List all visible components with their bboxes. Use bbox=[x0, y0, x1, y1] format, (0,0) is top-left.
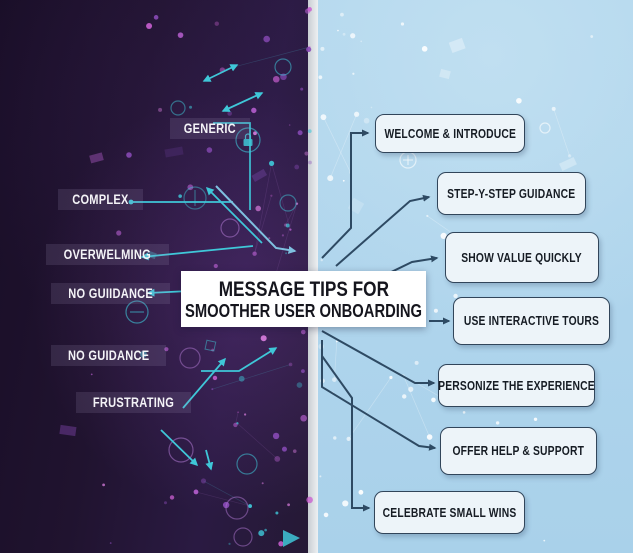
generic-connector-line bbox=[213, 122, 251, 210]
tip-label: SHOW VALUE QUICKLY bbox=[461, 250, 583, 265]
tip-label: OFFER HELP & SUPPORT bbox=[452, 444, 585, 458]
tip-box-help: OFFER HELP & SUPPORT bbox=[440, 427, 597, 475]
pain-point-label: FRUSTRATING bbox=[92, 395, 175, 410]
tip-label: CELEBRATE SMALL WINS bbox=[382, 505, 517, 520]
double-arrow-icon bbox=[221, 92, 264, 112]
up-left-arrow-icon bbox=[205, 186, 263, 244]
connector-arrow-personize bbox=[321, 330, 436, 387]
tip-box-show-value: SHOW VALUE QUICKLY bbox=[445, 232, 599, 283]
pain-point-label: OVERWELMING bbox=[63, 247, 151, 262]
tip-box-welcome: WELCOME & INTRODUCE bbox=[375, 114, 525, 153]
small-down-arrow-icon bbox=[205, 449, 214, 471]
title-line-2: SMOOTHER USER ONBOARDING bbox=[185, 300, 423, 321]
pain-point-no-guidance-2: NO GUIDANCE bbox=[51, 345, 167, 366]
connector-arrow-welcome bbox=[321, 129, 370, 259]
cyan-arrows bbox=[128, 64, 300, 547]
title-card: MESSAGE TIPS FOR SMOOTHER USER ONBOARDIN… bbox=[181, 271, 426, 327]
elbow-right-arrow-icon bbox=[201, 347, 278, 372]
tip-label: USE INTERACTIVE TOURS bbox=[463, 314, 600, 328]
title-line-1: MESSAGE TIPS FOR bbox=[218, 277, 389, 301]
overwhelming-arrow-icon bbox=[140, 245, 254, 261]
down-right-arrow-icon bbox=[160, 429, 199, 467]
double-arrow-icon bbox=[202, 64, 239, 82]
light-blue-elbow-arrow bbox=[215, 185, 297, 254]
pain-point-generic: GENERIC bbox=[170, 118, 250, 139]
connector-arrow-step-guidance bbox=[335, 194, 431, 267]
tip-box-step-guidance: STEP-Y-STEP GUIDANCE bbox=[437, 172, 586, 215]
tip-label: WELCOME & INTRODUCE bbox=[384, 126, 516, 141]
outline-circles-left bbox=[125, 58, 297, 547]
connector-arrow-help bbox=[321, 340, 437, 451]
pain-point-overwhelming: OVERWELMING bbox=[46, 244, 169, 265]
pain-point-label: COMPLEX bbox=[72, 192, 129, 207]
confetti-rects-left bbox=[59, 146, 268, 437]
connector-arrow-celebrate bbox=[321, 355, 371, 512]
frustrating-arrow-icon bbox=[182, 357, 226, 409]
tip-box-tours: USE INTERACTIVE TOURS bbox=[453, 297, 610, 345]
pain-point-label: NO GUIIDANCE bbox=[68, 286, 154, 301]
tip-label: STEP-Y-STEP GUIDANCE bbox=[447, 186, 576, 201]
pain-point-complex: COMPLEX bbox=[58, 189, 143, 210]
pain-point-label: NO GUIDANCE bbox=[67, 348, 150, 363]
pain-point-frustrating: FRUSTRATING bbox=[76, 392, 192, 413]
tip-box-celebrate: CELEBRATE SMALL WINS bbox=[374, 491, 525, 534]
tip-box-personize: PERSONIZE THE EXPERIENCE bbox=[438, 364, 595, 407]
tip-connector-arrows bbox=[321, 129, 451, 512]
pain-point-no-guidance-1: NO GUIIDANCE bbox=[51, 283, 171, 304]
pain-point-label: GENERIC bbox=[183, 121, 236, 136]
solid-triangle-arrow-icon bbox=[283, 530, 300, 547]
tip-label: PERSONIZE THE EXPERIENCE bbox=[438, 378, 595, 393]
